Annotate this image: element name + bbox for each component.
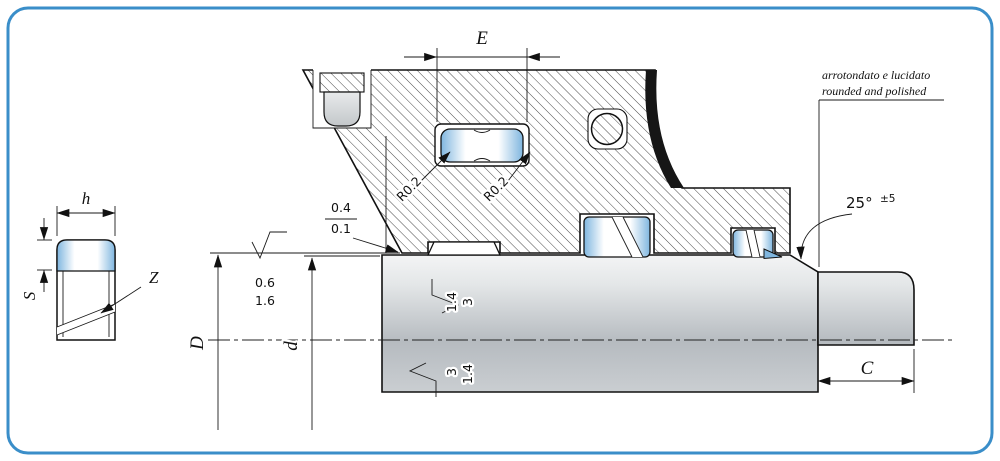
wiper-seal <box>732 229 783 260</box>
dimension-e: E <box>404 28 560 122</box>
seal-profile-figure: h S Z <box>20 189 159 341</box>
static-seal <box>440 128 524 163</box>
angle-value: 25° <box>846 194 873 212</box>
retaining-wedge <box>645 70 684 188</box>
plug-body <box>323 91 361 127</box>
dim-label-d: d <box>281 341 302 351</box>
page-border <box>6 6 994 455</box>
dim-label-D: D <box>187 336 208 351</box>
clearance-bottom: 0.1 <box>331 221 351 236</box>
wiper-lip <box>763 248 783 260</box>
rod-roughness-top-first: 1.4 <box>444 292 459 312</box>
clearance-top: 0.4 <box>331 200 351 215</box>
leader-line <box>420 151 451 182</box>
dimension-d-rod: d <box>279 255 380 430</box>
bore-roughness-callout: 0.6 1.6 <box>251 231 287 308</box>
dimension-d-bore: D <box>185 252 400 430</box>
clearance-callout: 0.4 0.1 <box>325 200 399 253</box>
profile-seal-cap <box>56 239 116 272</box>
rod-roughness-bottom-first: 3 <box>444 368 459 376</box>
rod-roughness-top: 1.4 3 <box>431 279 477 314</box>
dim-label-e: E <box>475 28 488 49</box>
dimension-c: C <box>817 349 915 393</box>
rod-roughness-top-second: 3 <box>460 298 475 306</box>
angle-leader-arc <box>796 213 853 260</box>
housing-section <box>301 69 791 254</box>
o-ring-groove <box>587 108 628 150</box>
note-italian: arrotondato e lucidato <box>822 68 930 82</box>
rod-pilot-end <box>817 271 915 346</box>
roughness-icon <box>408 362 437 397</box>
bore-roughness-top: 0.6 <box>255 275 275 290</box>
wiper-split <box>746 230 760 257</box>
rod-seal-split <box>612 217 643 257</box>
rod-roughness-bottom: 3 1.4 <box>408 362 477 397</box>
angle-tolerance: ±5 <box>880 193 895 205</box>
rod-roughness-bottom-second: 1.4 <box>460 364 475 384</box>
leader-line <box>507 151 531 182</box>
static-seal-groove <box>434 123 530 167</box>
plug-bore-outline <box>312 70 372 129</box>
leader-line <box>352 237 399 253</box>
dim-label-S: S <box>20 291 39 300</box>
rod-seal-split-lines <box>611 216 644 258</box>
dim-label-Z: Z <box>149 268 159 287</box>
plug-port <box>312 69 372 129</box>
backup-ring <box>426 241 502 256</box>
seal-lobe-dimples <box>473 129 491 162</box>
polished-note: arrotondato e lucidato rounded and polis… <box>818 68 944 267</box>
roughness-icon <box>431 279 460 314</box>
plug-head-section <box>319 72 365 93</box>
dim-label-C: C <box>861 358 874 379</box>
rod-seal <box>583 216 651 258</box>
o-ring-section <box>590 112 624 146</box>
dim-label-h: h <box>82 189 91 208</box>
roughness-icon <box>251 231 287 260</box>
note-english: rounded and polished <box>822 84 927 98</box>
wiper-split-lines <box>745 229 761 258</box>
chamfer-angle-callout: 25° ±5 <box>796 193 895 260</box>
bore-roughness-bottom: 1.6 <box>255 293 275 308</box>
leader-line <box>100 286 142 314</box>
